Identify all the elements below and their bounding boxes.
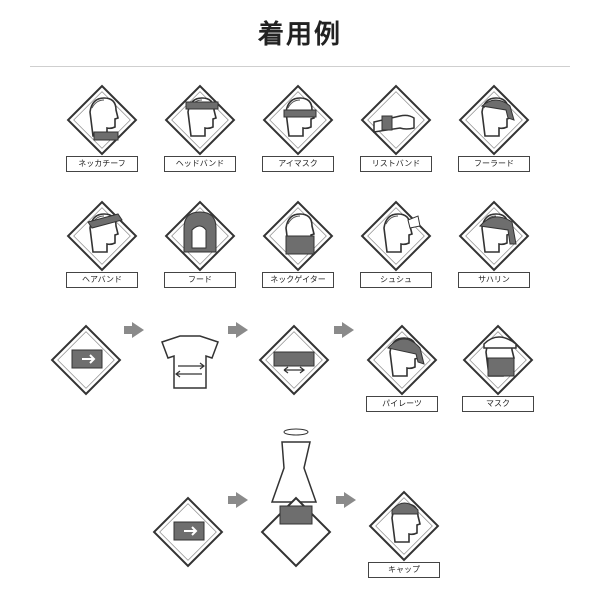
example-mask: マスク <box>460 322 536 412</box>
label-hairband: ヘアバンド <box>66 272 138 288</box>
example-hairband: ヘアバンド <box>64 198 140 288</box>
neckerchief-illustration <box>67 85 137 155</box>
example-cap: キャップ <box>366 488 442 578</box>
label-headband: ヘッドバンド <box>164 156 236 172</box>
example-hood: フード <box>162 198 238 288</box>
example-scrunchie: シュシュ <box>358 198 434 288</box>
eyemask-illustration <box>263 85 333 155</box>
fold-twist-illustration <box>259 325 329 395</box>
scrunchie-illustration <box>361 201 431 271</box>
arrow-right-icon <box>124 322 144 338</box>
step-fold-2 <box>152 322 228 406</box>
example-foulard: フーラード <box>456 82 532 172</box>
mask-illustration <box>463 325 533 395</box>
example-neckerchief: ネッカチーフ <box>64 82 140 172</box>
divider <box>30 66 570 67</box>
pirates-illustration <box>367 325 437 395</box>
fold-tshirt-illustration <box>161 335 219 389</box>
headband-illustration <box>165 85 235 155</box>
hairband-illustration <box>67 201 137 271</box>
label-cap: キャップ <box>368 562 440 578</box>
label-pirates: パイレーツ <box>366 396 438 412</box>
arrow-right-icon <box>334 322 354 338</box>
arrow-right-icon <box>228 322 248 338</box>
neckgaiter-illustration <box>263 201 333 271</box>
example-sakharin: サハリン <box>456 198 532 288</box>
fold-hands-illustration <box>51 325 121 395</box>
cap-twist-illustration <box>260 428 332 568</box>
step-cap-1 <box>150 494 226 578</box>
label-neckgaiter: ネックゲイター <box>262 272 334 288</box>
example-pirates: パイレーツ <box>364 322 440 412</box>
arrow-right-icon <box>336 492 356 508</box>
arrow-right-icon <box>228 492 248 508</box>
label-wristband: リストバンド <box>360 156 432 172</box>
foulard-illustration <box>459 85 529 155</box>
step-fold-1 <box>48 322 124 406</box>
label-neckerchief: ネッカチーフ <box>66 156 138 172</box>
label-scrunchie: シュシュ <box>360 272 432 288</box>
page-title: 着用例 <box>257 20 342 50</box>
example-wristband: リストバンド <box>358 82 434 172</box>
cap-illustration <box>369 491 439 561</box>
label-hood: フード <box>164 272 236 288</box>
step-cap-2 <box>258 426 334 576</box>
hood-illustration <box>165 201 235 271</box>
label-eyemask: アイマスク <box>262 156 334 172</box>
label-sakharin: サハリン <box>458 272 530 288</box>
label-foulard: フーラード <box>458 156 530 172</box>
example-eyemask: アイマスク <box>260 82 336 172</box>
cap-fold-hands-illustration <box>153 497 223 567</box>
example-neckgaiter: ネックゲイター <box>260 198 336 288</box>
step-fold-3 <box>256 322 332 406</box>
label-mask: マスク <box>462 396 534 412</box>
example-headband: ヘッドバンド <box>162 82 238 172</box>
sakharin-illustration <box>459 201 529 271</box>
wristband-illustration <box>361 85 431 155</box>
